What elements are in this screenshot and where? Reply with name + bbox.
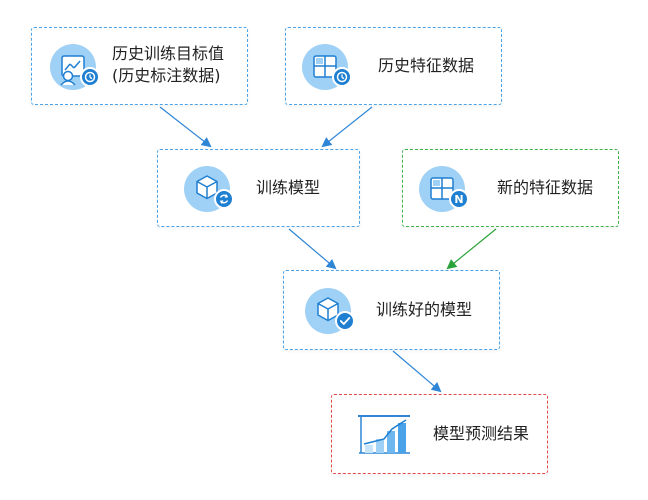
arrow-history-target-to-train — [159, 106, 212, 148]
arrow-trained-to-prediction — [392, 350, 442, 393]
arrow-train-to-trained — [288, 228, 337, 270]
arrow-new-features-to-trained — [446, 228, 497, 270]
node-history-features-label: 历史特征数据 — [378, 56, 475, 75]
history-target-line2: (历史标注数据) — [112, 66, 221, 85]
history-data-icon — [50, 44, 100, 90]
node-new-features[interactable]: N 新的特征数据 — [402, 149, 619, 227]
node-trained-model-label: 训练好的模型 — [376, 300, 473, 319]
node-train-model-label: 训练模型 — [256, 178, 321, 197]
node-train-model[interactable]: 训练模型 — [157, 149, 360, 227]
node-history-target-label: 历史训练目标值 (历史标注数据) — [112, 43, 224, 87]
node-trained-model[interactable]: 训练好的模型 — [283, 270, 500, 350]
bar-chart-icon — [358, 415, 410, 454]
node-history-features[interactable]: 历史特征数据 — [285, 27, 502, 105]
model-training-icon — [184, 166, 234, 212]
arrow-history-features-to-train — [321, 106, 373, 148]
trained-model-icon — [305, 288, 355, 334]
new-badge-letter: N — [454, 193, 463, 206]
node-new-features-label: 新的特征数据 — [497, 178, 594, 197]
node-history-target[interactable]: 历史训练目标值 (历史标注数据) — [31, 27, 248, 105]
new-features-icon: N — [419, 166, 469, 212]
history-target-line1: 历史训练目标值 — [112, 44, 225, 63]
node-prediction-result-label: 模型预测结果 — [433, 424, 530, 443]
history-features-icon — [302, 44, 352, 90]
node-prediction-result[interactable]: 模型预测结果 — [331, 394, 548, 474]
